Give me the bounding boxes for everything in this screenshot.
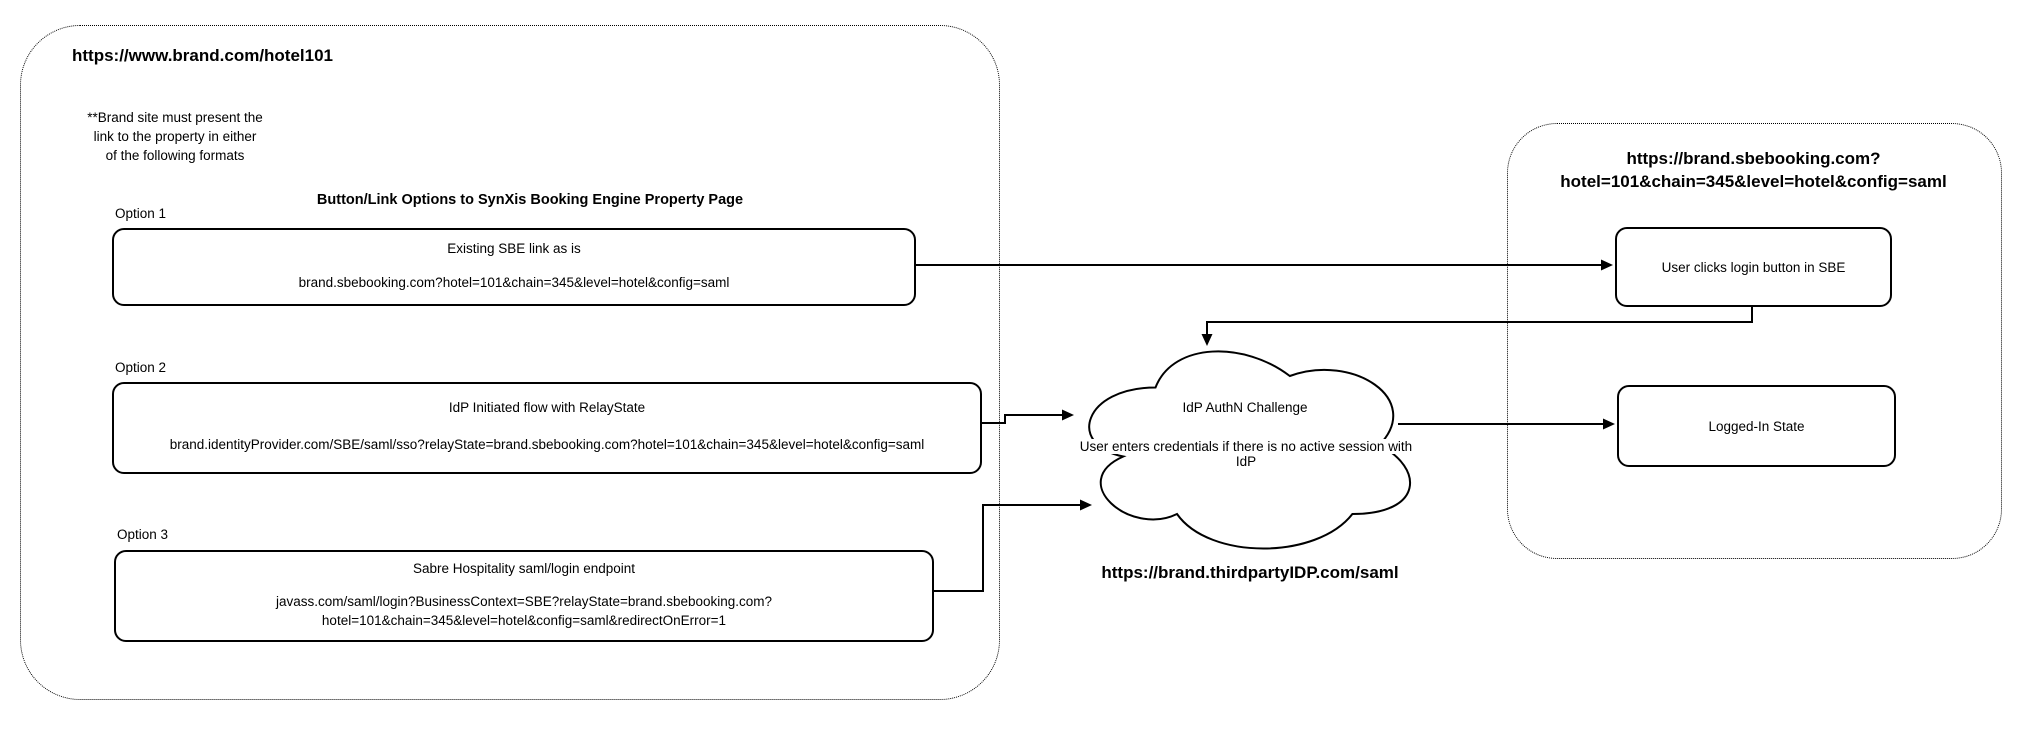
- idp-cloud-subtitle: User enters credentials if there is no a…: [1040, 439, 1452, 469]
- logged-in-box-label: Logged-In State: [1708, 418, 1805, 434]
- option-3-label: Option 3: [117, 527, 169, 542]
- brand-site-container: [20, 25, 1000, 700]
- option-1-url: brand.sbebooking.com?hotel=101&chain=345…: [298, 275, 730, 290]
- option-3-title: Sabre Hospitality saml/login endpoint: [412, 561, 636, 576]
- option-1-title: Existing SBE link as is: [447, 241, 581, 256]
- brand-site-note: **Brand site must present the link to th…: [58, 108, 292, 165]
- arrow-option1-to-login: [912, 259, 1613, 271]
- option-3-box: Sabre Hospitality saml/login endpoint ja…: [114, 550, 934, 642]
- option-2-label: Option 2: [115, 360, 167, 375]
- idp-cloud-title: IdP AuthN Challenge: [1182, 400, 1308, 415]
- idp-cloud-subtitle-line1: User enters credentials if there is no a…: [1077, 439, 1415, 454]
- sbe-url-line2: hotel=101&chain=345&level=hotel&config=s…: [1560, 172, 1947, 191]
- option-2-title: IdP Initiated flow with RelayState: [448, 400, 646, 415]
- option-1-label: Option 1: [115, 206, 167, 221]
- sbe-container: [1507, 123, 2002, 559]
- sbe-url-line1: https://brand.sbebooking.com?: [1626, 149, 1881, 168]
- arrow-login-to-cloud: [1201, 303, 1753, 346]
- brand-site-note-line2: link to the property in either: [93, 129, 257, 144]
- option-3-url-line2: hotel=101&chain=345&level=hotel&config=s…: [321, 613, 727, 628]
- option-2-url: brand.identityProvider.com/SBE/saml/sso?…: [169, 437, 925, 452]
- arrow-cloud-to-loggedin: [1398, 418, 1615, 430]
- options-heading: Button/Link Options to SynXis Booking En…: [316, 192, 744, 208]
- arrow-option2-to-cloud: [978, 409, 1074, 424]
- option-2-box: IdP Initiated flow with RelayState brand…: [112, 382, 982, 474]
- brand-site-note-line3: of the following formats: [105, 148, 245, 163]
- login-box-label: User clicks login button in SBE: [1661, 259, 1846, 275]
- option-3-url-line1: javass.com/saml/login?BusinessContext=SB…: [275, 594, 773, 609]
- idp-url-label: https://brand.thirdpartyIDP.com/saml: [1101, 563, 1399, 582]
- brand-site-note-line1: **Brand site must present the: [87, 110, 263, 125]
- option-1-box: Existing SBE link as is brand.sbebooking…: [112, 228, 916, 306]
- sbe-url-title: https://brand.sbebooking.com? hotel=101&…: [1517, 147, 1990, 193]
- brand-site-url-title: https://www.brand.com/hotel101: [72, 46, 334, 65]
- arrow-option3-to-cloud: [930, 499, 1092, 592]
- idp-cloud-subtitle-line2: IdP: [1235, 454, 1257, 469]
- logged-in-box: Logged-In State: [1617, 385, 1896, 467]
- login-box: User clicks login button in SBE: [1615, 227, 1892, 307]
